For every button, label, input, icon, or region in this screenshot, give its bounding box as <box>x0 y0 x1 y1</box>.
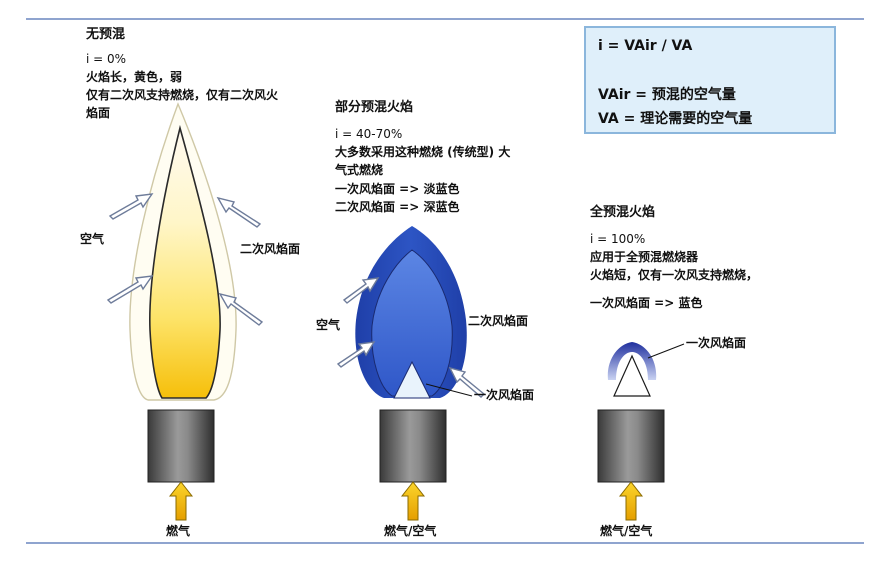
partial-premix-secondary-label: 二次风焰面 <box>468 314 529 328</box>
full-premix-primary-label: 一次风焰面 <box>686 336 747 350</box>
partial-premix-title: 部分预混火焰 <box>335 100 414 115</box>
up-arrow-icon <box>400 481 426 521</box>
full-premix-flame <box>607 342 657 397</box>
no-premix-flame <box>129 102 237 401</box>
up-arrow-icon <box>168 481 194 521</box>
burner-cylinder-icon <box>597 409 665 483</box>
bottom-rule <box>26 542 864 544</box>
no-premix-desc-2: 仅有二次风支持燃烧，仅有二次风火 <box>86 88 279 102</box>
full-premix-desc-3: 一次风焰面 => 蓝色 <box>590 296 703 310</box>
yellow-flame-body <box>149 124 221 399</box>
primary-label-leader-2 <box>425 383 473 397</box>
no-premix-air-label: 空气 <box>80 232 105 246</box>
full-premix-fuel-label: 燃气/空气 <box>600 524 653 538</box>
up-arrow-icon <box>618 481 644 521</box>
partial-premix-primary-label: 一次风焰面 <box>474 388 535 402</box>
no-premix-fuel-label: 燃气 <box>166 524 191 538</box>
primary-label-leader-3 <box>647 343 685 359</box>
no-premix-desc-3: 焰面 <box>86 106 111 120</box>
blue-flame-cap <box>607 342 657 380</box>
no-premix-title: 无预混 <box>86 27 126 42</box>
full-premix-desc-2: 火焰短，仅有一次风支持燃烧， <box>590 268 759 282</box>
partial-premix-air-label: 空气 <box>316 318 341 332</box>
full-premix-desc-1: 应用于全预混燃烧器 <box>590 250 699 264</box>
partial-premix-ratio: i = 40-70% <box>335 127 403 141</box>
partial-premix-fuel-label: 燃气/空气 <box>384 524 437 538</box>
partial-premix-flame <box>355 226 467 399</box>
no-premix-secondary-label: 二次风焰面 <box>240 242 301 256</box>
air-arrow-icon <box>336 277 486 398</box>
formula-line-ratio: i = VAir / VA <box>598 38 693 54</box>
full-premix-title: 全预混火焰 <box>590 205 656 220</box>
burner-cylinder-icon <box>379 409 447 483</box>
burner-cylinder-icon <box>147 409 215 483</box>
top-rule <box>26 18 864 20</box>
formula-line-vair: VAir = 预混的空气量 <box>598 87 736 103</box>
primary-flame-cone <box>613 354 651 397</box>
partial-premix-desc-1: 大多数采用这种燃烧 (传统型) 大 <box>335 145 511 159</box>
no-premix-ratio: i = 0% <box>86 52 127 66</box>
partial-premix-desc-2: 气式燃烧 <box>335 163 384 177</box>
air-arrow-icon <box>106 193 264 326</box>
formula-box: i = VAir / VA VAir = 预混的空气量 VA = 理论需要的空气… <box>584 26 836 134</box>
no-premix-desc-1: 火焰长，黄色，弱 <box>86 70 183 84</box>
partial-premix-desc-3: 一次风焰面 => 淡蓝色 <box>335 182 460 196</box>
full-premix-ratio: i = 100% <box>590 232 646 246</box>
formula-line-va: VA = 理论需要的空气量 <box>598 111 753 127</box>
partial-premix-desc-4: 二次风焰面 => 深蓝色 <box>335 200 460 214</box>
primary-flame-cone <box>393 360 431 399</box>
